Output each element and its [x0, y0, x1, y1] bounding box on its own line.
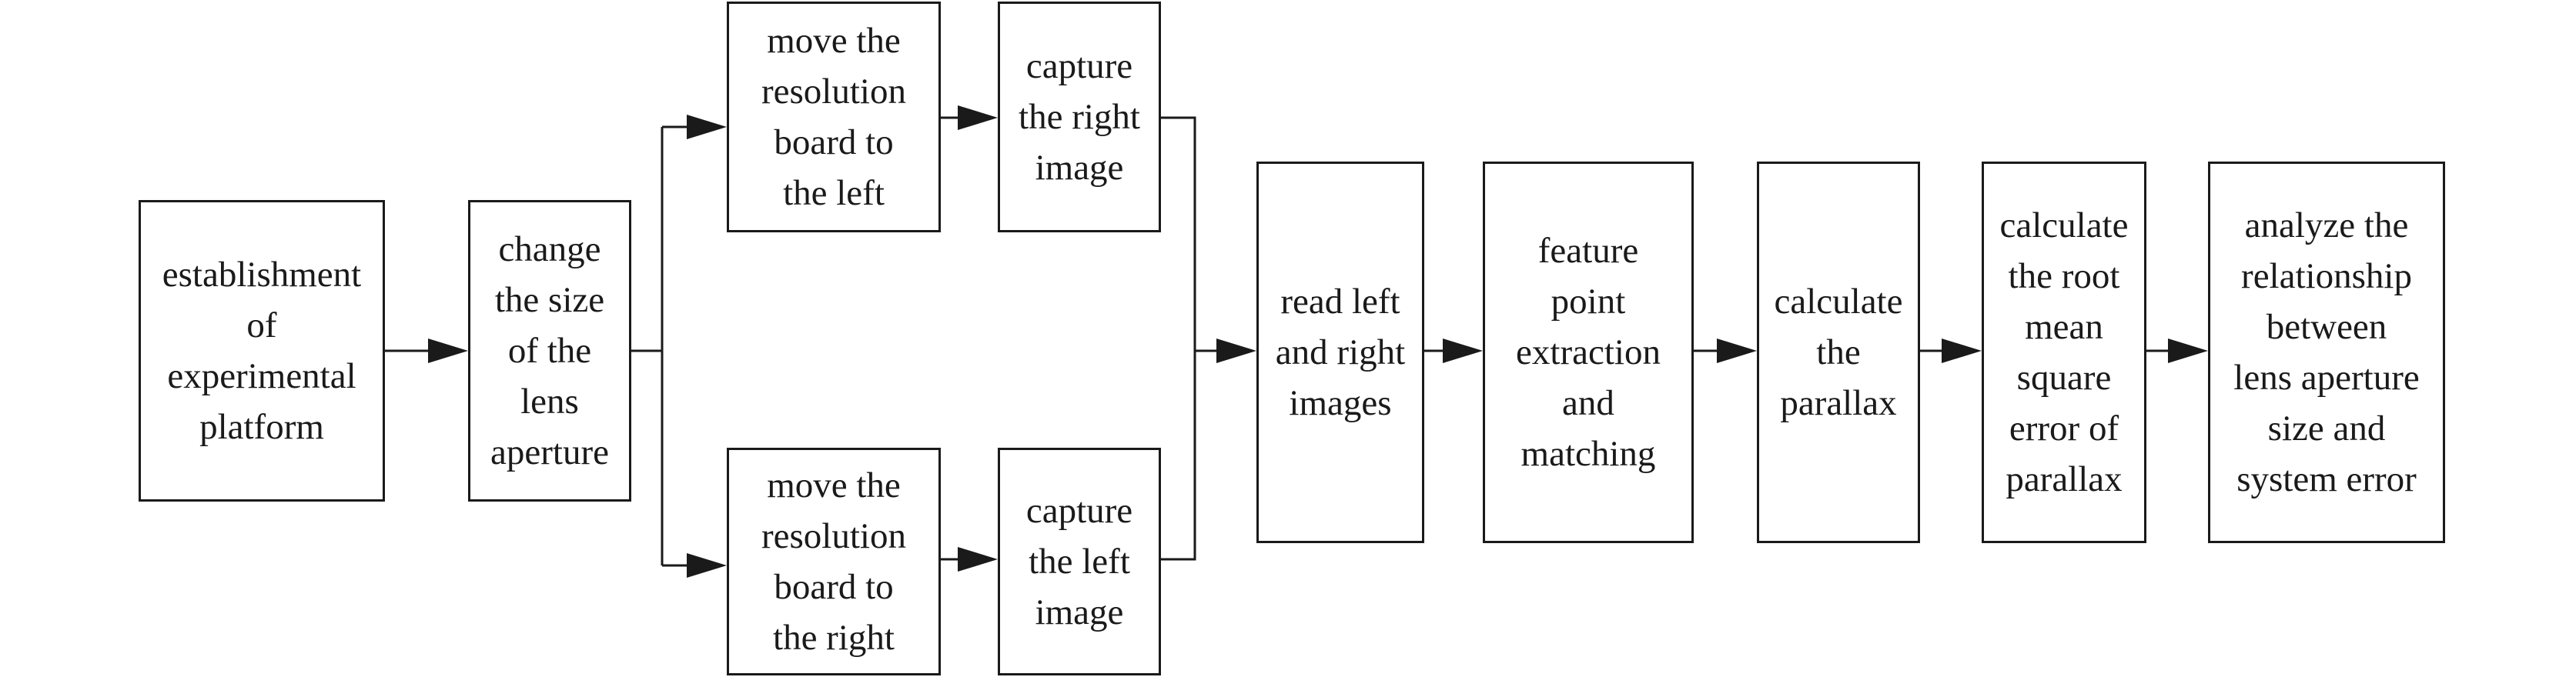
node-calculate-rmse-label: calculate the root mean square error of …	[1999, 205, 2129, 499]
node-capture-left: capture the left image	[998, 448, 1161, 675]
node-feature-extraction: feature point extraction and matching	[1483, 162, 1694, 543]
node-read-images-label: read left and right images	[1275, 282, 1406, 423]
node-move-right-label: move the resolution board to the right	[761, 465, 906, 658]
node-feature-extraction-label: feature point extraction and matching	[1516, 231, 1661, 474]
arrowhead-read-to-feature	[1443, 338, 1483, 363]
node-capture-right-label: capture the right image	[1019, 46, 1140, 188]
arrowhead-to-read-images	[1216, 338, 1256, 363]
node-capture-left-label: capture the left image	[1025, 491, 1133, 632]
node-calculate-parallax-label: calculate the parallax	[1774, 282, 1903, 423]
line-capture-left-merge	[1161, 351, 1196, 561]
arrowhead-rmse-to-analyze	[2168, 338, 2208, 363]
node-read-images: read left and right images	[1256, 162, 1424, 543]
node-move-left-label: move the resolution board to the left	[761, 21, 906, 213]
node-analyze-relationship: analyze the relationship between lens ap…	[2208, 162, 2445, 543]
line-capture-right-merge	[1161, 116, 1196, 351]
arrowhead-to-move-left	[687, 115, 727, 139]
node-move-right: move the resolution board to the right	[727, 448, 941, 675]
node-establishment: establishment of experimental platform	[139, 200, 385, 502]
arrowhead-move-left-to-capture-right	[958, 105, 998, 130]
node-analyze-relationship-label: analyze the relationship between lens ap…	[2233, 205, 2420, 499]
node-calculate-parallax: calculate the parallax	[1757, 162, 1920, 543]
node-change-aperture-label: change the size of the lens aperture	[490, 229, 609, 472]
node-change-aperture: change the size of the lens aperture	[468, 200, 631, 502]
arrowhead-move-right-to-capture-left	[958, 547, 998, 572]
node-calculate-rmse: calculate the root mean square error of …	[1982, 162, 2146, 543]
arrowhead-feature-to-parallax	[1717, 338, 1757, 363]
node-capture-right: capture the right image	[998, 2, 1161, 232]
arrowhead-establishment-to-change	[428, 338, 468, 363]
arrowhead-to-move-right	[687, 553, 727, 578]
node-establishment-label: establishment of experimental platform	[162, 255, 362, 447]
arrowhead-parallax-to-rmse	[1942, 338, 1982, 363]
node-move-left: move the resolution board to the left	[727, 2, 941, 232]
